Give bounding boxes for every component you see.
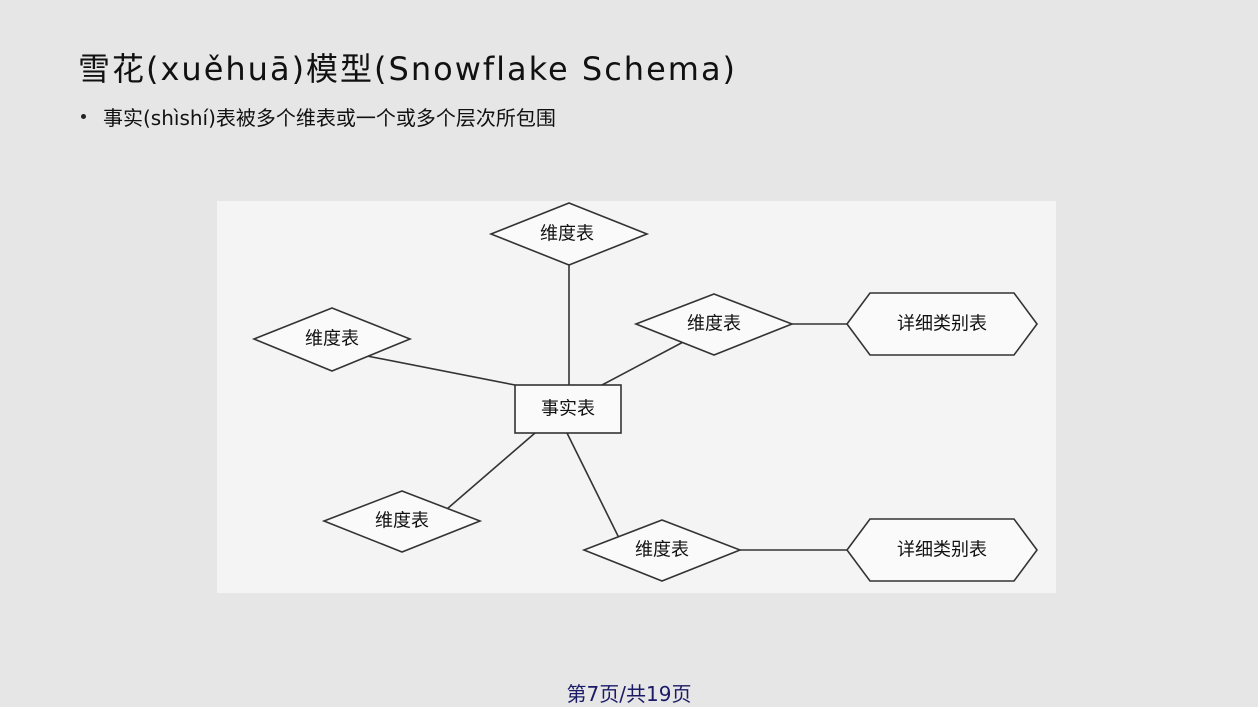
detail-hexagon-upper bbox=[846, 292, 1038, 356]
snowflake-diagram-svg: 维度表 维度表 维度表 维度表 维度表 详细类别表 详细类别表 事实表 bbox=[251, 202, 1038, 582]
fact-table-label: 事实表 bbox=[541, 399, 595, 420]
bullet-dot-icon bbox=[81, 114, 86, 119]
dimension-diamond-upper-right bbox=[633, 293, 795, 356]
dimension-label-upper-right: 维度表 bbox=[687, 314, 741, 335]
bullet-item: 事实(shìshí)表被多个维表或一个或多个层次所包围 bbox=[78, 102, 556, 131]
dimension-label-lower-right: 维度表 bbox=[635, 540, 689, 561]
connector-fact-upper-right bbox=[601, 339, 688, 386]
dimension-diamond-lower-left bbox=[321, 490, 483, 553]
page-number: 第7页/共19页 bbox=[566, 682, 692, 706]
dimension-diamond-top bbox=[488, 202, 650, 266]
dimension-diamond-left bbox=[251, 307, 413, 372]
snowflake-diagram: 维度表 维度表 维度表 维度表 维度表 详细类别表 详细类别表 事实表 bbox=[217, 201, 1056, 593]
slide-title: 雪花(xuěhuā)模型(Snowflake Schema) bbox=[78, 50, 738, 88]
connector-fact-lower-left bbox=[446, 432, 536, 510]
detail-hexagon-lower bbox=[846, 518, 1038, 582]
detail-label-upper: 详细类别表 bbox=[897, 314, 987, 335]
fact-table-box bbox=[514, 384, 622, 434]
dimension-label-lower-left: 维度表 bbox=[375, 511, 429, 532]
bullet-text: 事实(shìshí)表被多个维表或一个或多个层次所包围 bbox=[103, 106, 556, 130]
dimension-label-top: 维度表 bbox=[540, 224, 594, 245]
dimension-diamond-lower-right bbox=[581, 519, 743, 582]
connector-fact-left bbox=[366, 355, 516, 386]
detail-label-lower: 详细类别表 bbox=[897, 540, 987, 561]
connector-fact-lower-right bbox=[566, 432, 620, 539]
dimension-label-left: 维度表 bbox=[305, 329, 359, 350]
